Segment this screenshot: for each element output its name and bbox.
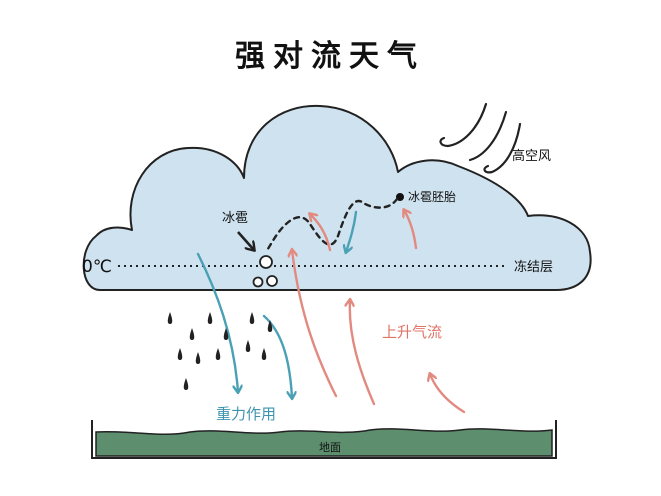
raindrop (189, 328, 195, 340)
updraft-arrows-upper (310, 210, 418, 252)
raindrop (261, 348, 267, 360)
zero-celsius-label: 0℃ (82, 257, 112, 277)
downdraft-arrow-upper (346, 210, 358, 252)
raindrop (167, 312, 173, 324)
raindrop (177, 348, 183, 360)
ground-frame (91, 420, 557, 459)
ground-strip (95, 428, 553, 457)
raindrop (183, 378, 189, 390)
high-wind-icon (439, 102, 522, 174)
hail-arrow (237, 231, 254, 250)
hailstone (266, 275, 278, 287)
hail-label: 冰雹 (222, 211, 248, 226)
high-wind-label: 高空风 (512, 148, 551, 164)
raindrop (195, 352, 201, 364)
raindrop (245, 340, 251, 352)
freezing-layer-label: 冻结层 (514, 259, 553, 275)
hailstones (252, 255, 278, 288)
hailstone (252, 276, 264, 288)
hailstone (259, 255, 273, 269)
storm-cloud (82, 104, 592, 291)
hail-embryo-label: 冰雹胚胎 (408, 190, 456, 204)
raindrop (215, 348, 221, 360)
raindrop (207, 312, 213, 324)
diagram-title: 强对流天气 (235, 39, 425, 74)
raindrops (167, 312, 273, 390)
ground-label: 地面 (319, 441, 341, 454)
updraft-label: 上升气流 (382, 323, 442, 341)
raindrop (249, 312, 255, 324)
raindrop (267, 320, 273, 332)
updraft-arrows (292, 250, 466, 414)
hail-trajectory-path (264, 197, 399, 254)
raindrop (223, 328, 229, 340)
gravity-label: 重力作用 (216, 405, 276, 423)
gravity-arrows (196, 252, 292, 398)
